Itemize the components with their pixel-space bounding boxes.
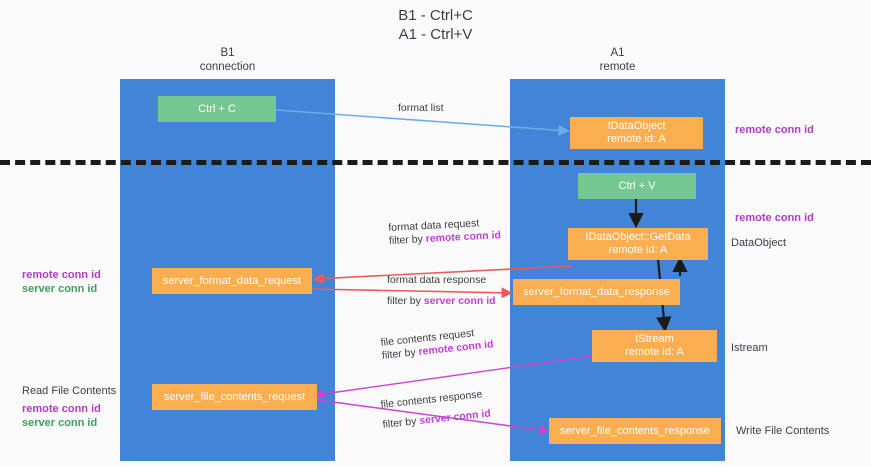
left-label-group-format: remote conn id server conn id [22,268,101,296]
node-server-format-data-response[interactable]: server_format_data_response [513,279,680,305]
page-title: B1 - Ctrl+C A1 - Ctrl+V [398,7,473,43]
phase-divider [0,160,871,165]
edge-label-format-data-response-line1: format data response [387,274,487,286]
lane-header-a1: A1 remote [599,47,636,73]
node-idataobject[interactable]: IDataObject remote id: A [570,117,703,149]
left-label-server-conn-id-2: server conn id [22,417,98,429]
lane-header-b1: B1 connection [199,47,256,73]
edge-label-format-list: format list [398,102,444,115]
side-label-remote-conn-id-top: remote conn id [735,124,814,136]
left-label-group-file: remote conn id server conn id [22,402,101,430]
node-ctrl-c[interactable]: Ctrl + C [158,96,276,122]
side-label-remote-conn-id-mid: remote conn id [735,212,814,224]
side-label-write-file-contents: Write File Contents [736,425,830,437]
edge-label-file-contents-request: file contents request filter by remote c… [380,325,494,363]
edge-label-format-data-response: format data response filter by server co… [387,274,496,308]
left-label-read-file-contents: Read File Contents [22,385,117,397]
left-label-server-conn-id-1: server conn id [22,283,98,295]
left-label-remote-conn-id-2: remote conn id [22,403,101,415]
node-idataobject-getdata[interactable]: IDataObject::GetData remote id: A [568,228,708,260]
edge-label-filter-by-1: filter by [388,233,427,247]
node-server-format-data-request[interactable]: server_format_data_request [152,268,312,294]
edge-label-filter-by-3: filter by [381,346,420,362]
edge-highlight-server-conn-id-1: server conn id [423,295,496,307]
node-istream[interactable]: IStream remote id: A [592,330,717,362]
edge-highlight-remote-conn-id-1: remote conn id [425,229,502,246]
edge-label-file-contents-response: file contents response filter by server … [380,388,491,432]
edge-label-filter-by-2: filter by [387,295,424,307]
edge-label-file-contents-response-line2: filter by server conn id [382,408,491,432]
edge-label-format-list-text: format list [398,102,444,114]
node-server-file-contents-response[interactable]: server_file_contents_response [549,418,721,444]
edge-label-format-data-request: format data request filter by remote con… [388,216,501,248]
edge-label-format-data-response-line2: filter by server conn id [387,295,496,308]
edge-label-filter-by-4: filter by [382,415,420,431]
node-ctrl-v[interactable]: Ctrl + V [578,173,696,199]
side-label-data-object: DataObject [731,237,787,249]
left-label-remote-conn-id-1: remote conn id [22,269,101,281]
side-label-istream: Istream [731,342,768,354]
edge-highlight-server-conn-id-2: server conn id [418,407,492,427]
node-server-file-contents-request[interactable]: server_file_contents_request [152,384,317,410]
